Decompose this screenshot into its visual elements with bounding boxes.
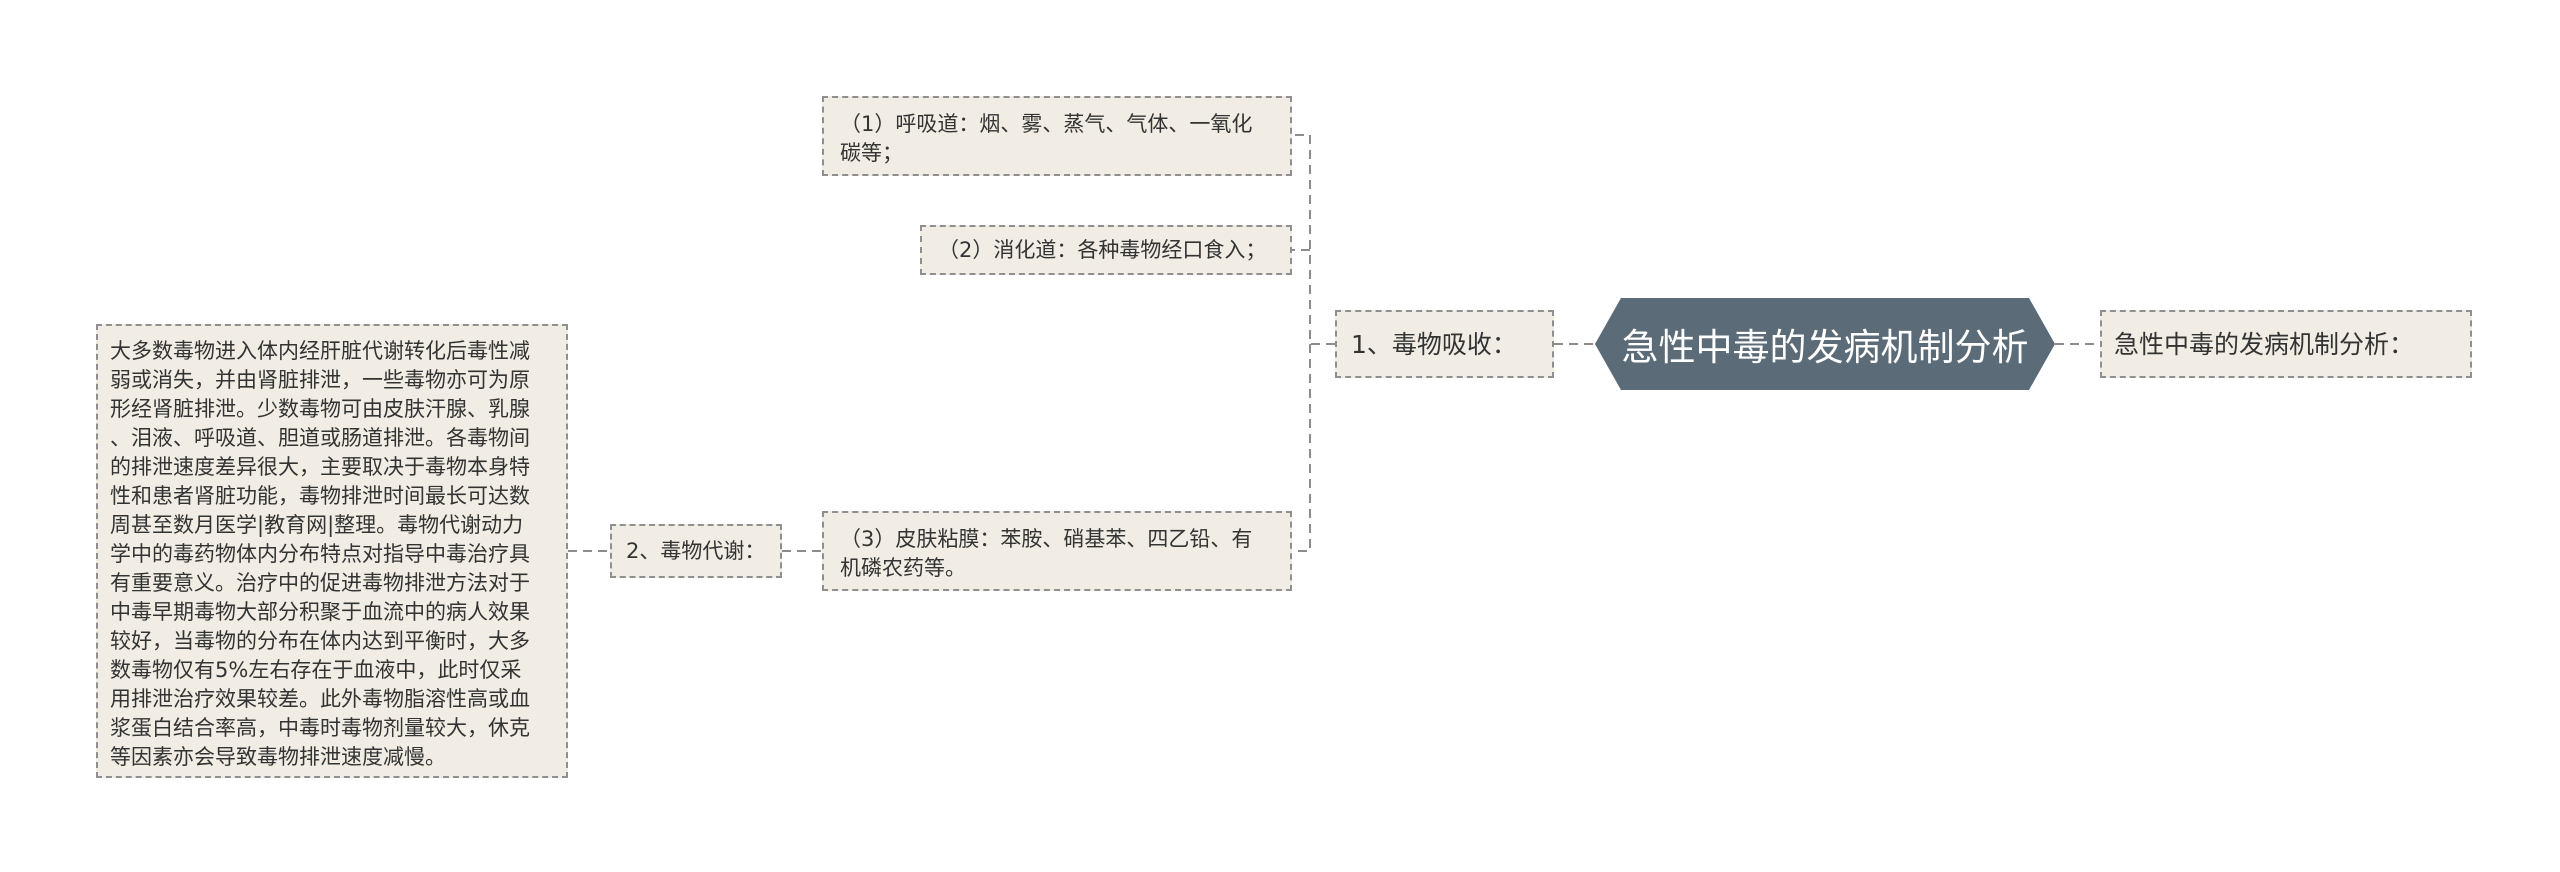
absorption-skin-node[interactable]: （3）皮肤粘膜：苯胺、硝基苯、四乙铅、有 机磷农药等。 <box>822 511 1292 591</box>
absorption-respiratory-node[interactable]: （1）呼吸道：烟、雾、蒸气、气体、一氧化 碳等； <box>822 96 1292 176</box>
branch-absorption[interactable]: 1、毒物吸收： <box>1335 310 1554 378</box>
central-topic[interactable]: 急性中毒的发病机制分析 <box>1595 298 2055 390</box>
absorption-skin-text: （3）皮肤粘膜：苯胺、硝基苯、四乙铅、有 机磷农药等。 <box>840 527 1253 580</box>
metabolism-detail-text: 大多数毒物进入体内经肝脏代谢转化后毒性减 弱或消失，并由肾脏排泄，一些毒物亦可为… <box>110 339 530 769</box>
branch-absorption-label: 1、毒物吸收： <box>1351 329 1517 359</box>
absorption-digestive-node[interactable]: （2）消化道：各种毒物经口食入； <box>920 225 1292 275</box>
absorption-digestive-text: （2）消化道：各种毒物经口食入； <box>938 238 1267 262</box>
branch-metabolism[interactable]: 2、毒物代谢： <box>610 524 782 578</box>
central-topic-label: 急性中毒的发病机制分析 <box>1621 326 2029 369</box>
right-summary-node[interactable]: 急性中毒的发病机制分析： <box>2100 310 2472 378</box>
metabolism-detail-node[interactable]: 大多数毒物进入体内经肝脏代谢转化后毒性减 弱或消失，并由肾脏排泄，一些毒物亦可为… <box>96 324 568 778</box>
absorption-respiratory-text: （1）呼吸道：烟、雾、蒸气、气体、一氧化 碳等； <box>840 112 1253 165</box>
branch-metabolism-label: 2、毒物代谢： <box>626 538 766 563</box>
right-summary-label: 急性中毒的发病机制分析： <box>2114 329 2415 359</box>
